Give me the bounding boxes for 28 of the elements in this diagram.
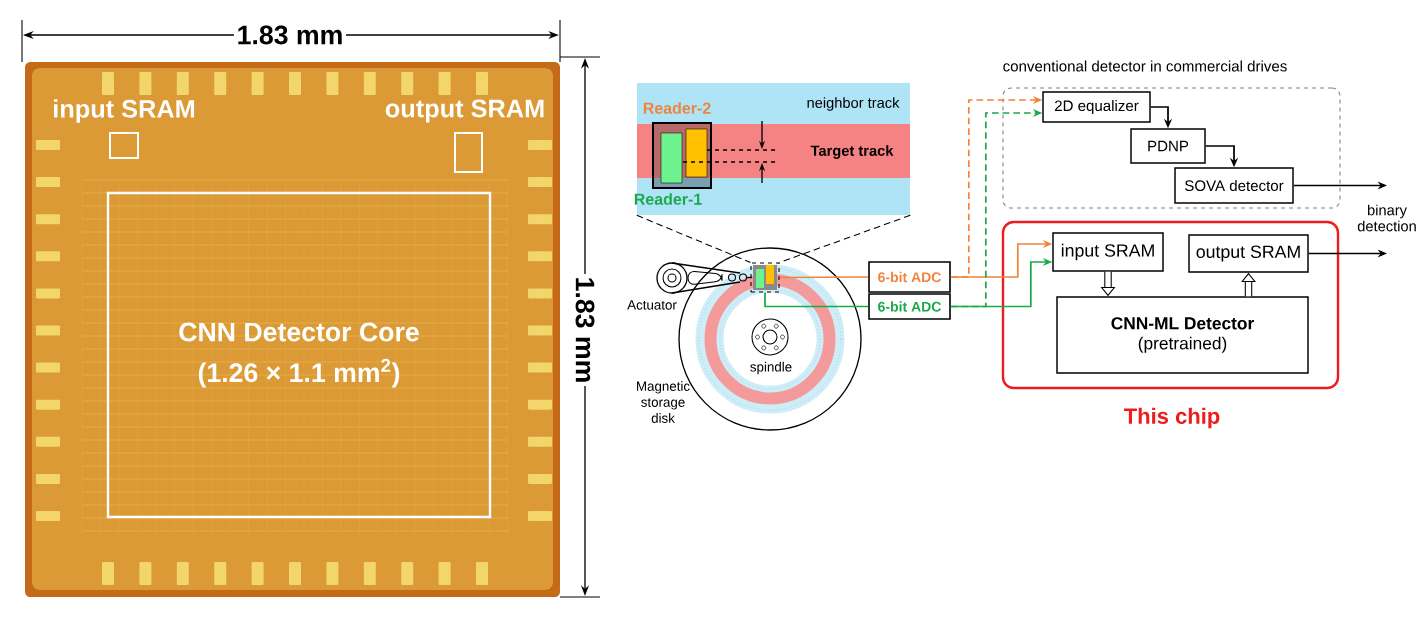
connector-line bbox=[764, 291, 870, 308]
track-label: neighbor track bbox=[807, 97, 900, 111]
dimension-label: 1.83 mm bbox=[233, 22, 347, 48]
process-box: PDNP bbox=[1130, 128, 1206, 164]
memory-box: output SRAM bbox=[1188, 234, 1309, 273]
group-heading: conventional detector in commercial drives bbox=[1003, 60, 1287, 72]
part-label: Actuator bbox=[624, 297, 680, 313]
connector-line bbox=[778, 276, 870, 279]
part-label: spindle bbox=[750, 361, 792, 375]
zoom-line bbox=[636, 214, 751, 263]
dimension-label: 1.83 mm bbox=[572, 273, 598, 387]
output-label: binary detection bbox=[1357, 204, 1416, 232]
reader-label: Reader-1 bbox=[634, 193, 702, 205]
block-label: input SRAM bbox=[54, 99, 195, 123]
process-box: SOVA detector bbox=[1174, 167, 1294, 204]
core-outline: CNN Detector Core (1.26 × 1.1 mm$^{2}$) bbox=[106, 191, 492, 519]
adc-box: 6-bit ADC bbox=[868, 261, 951, 293]
read-head bbox=[750, 262, 780, 293]
detector-box: CNN-ML Detector (pretrained) bbox=[1056, 296, 1309, 374]
chip-heading: This chip bbox=[1124, 407, 1220, 429]
part-label: Magnetic storage disk bbox=[637, 381, 690, 423]
memory-box: input SRAM bbox=[1052, 232, 1164, 272]
block-label: output SRAM bbox=[385, 99, 544, 123]
track-label: Target track bbox=[810, 145, 894, 159]
zoom-line bbox=[779, 214, 911, 263]
reader-label: Reader-2 bbox=[643, 102, 711, 114]
process-box: 2D equalizer bbox=[1042, 91, 1151, 123]
adc-box: 6-bit ADC bbox=[868, 293, 951, 320]
